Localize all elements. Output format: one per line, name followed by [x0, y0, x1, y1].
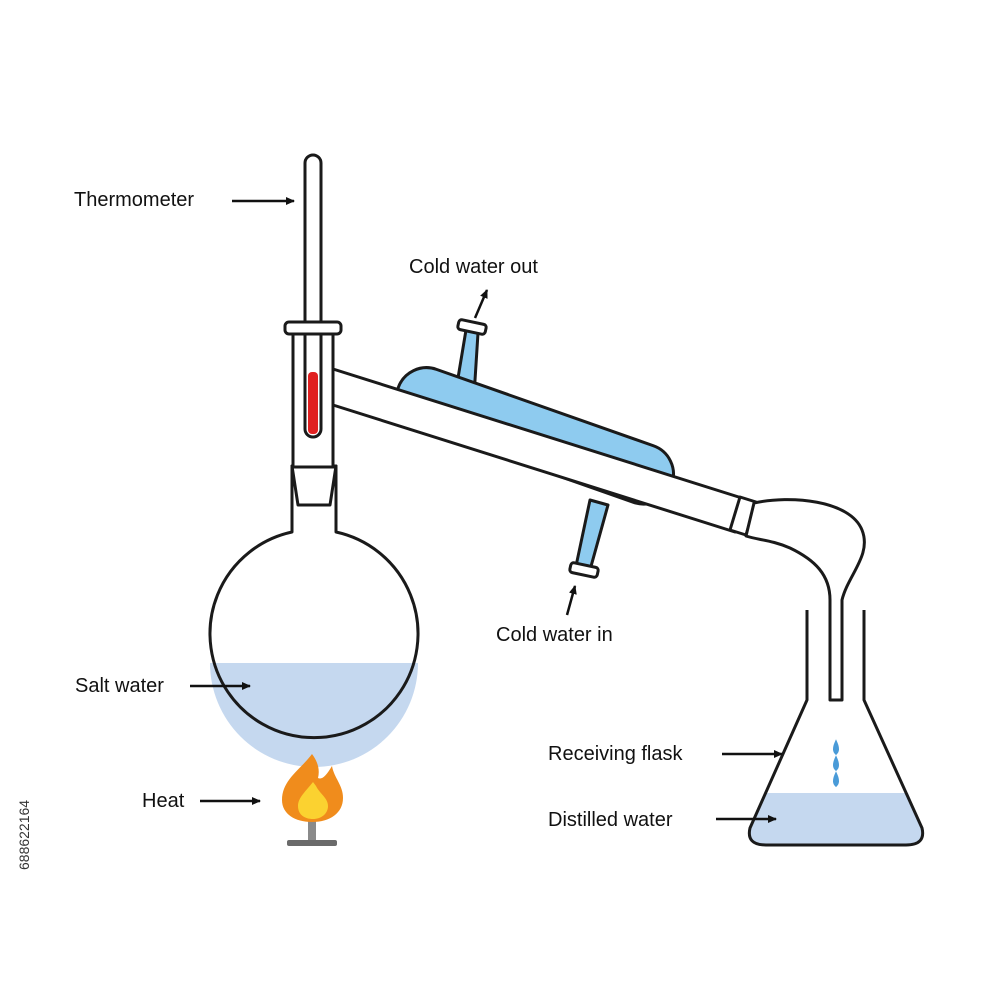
cold-water-in-label: Cold water in [496, 624, 613, 646]
condenser-inner-tube [331, 367, 758, 537]
burner [287, 820, 337, 846]
round-bottom-flask [208, 464, 420, 767]
thermometer-adapter [283, 320, 343, 336]
label-thermometer: Thermometer [74, 189, 295, 211]
label-distilled-water: Distilled water [548, 809, 777, 831]
thermometer-label: Thermometer [74, 189, 194, 211]
water-droplet [833, 739, 839, 756]
water-droplet [833, 771, 839, 788]
receiver-adapter [744, 498, 866, 702]
label-cold-water-out: Cold water out [409, 256, 538, 319]
flame-icon [282, 754, 343, 822]
thermometer-liquid [308, 372, 318, 434]
label-heat: Heat [142, 790, 261, 812]
salt-water-label: Salt water [75, 675, 164, 697]
stopper [290, 464, 338, 507]
water-inlet-port [574, 498, 610, 572]
thermometer [283, 153, 343, 439]
receiving-flask [747, 610, 925, 847]
distilled-water-label: Distilled water [548, 809, 673, 831]
heat-label: Heat [142, 790, 185, 812]
cold-water-out-label: Cold water out [409, 256, 538, 278]
salt-water-liquid [210, 663, 418, 767]
water-droplet [833, 755, 839, 772]
receiving-flask-label: Receiving flask [548, 743, 684, 765]
arrow-icon [473, 289, 489, 319]
arrow-icon [565, 585, 577, 616]
stock-id: 688622164 [16, 800, 32, 870]
distilled-water-liquid [749, 793, 923, 845]
label-salt-water: Salt water [75, 675, 251, 697]
label-receiving-flask: Receiving flask [548, 743, 783, 765]
label-cold-water-in: Cold water in [496, 585, 613, 646]
